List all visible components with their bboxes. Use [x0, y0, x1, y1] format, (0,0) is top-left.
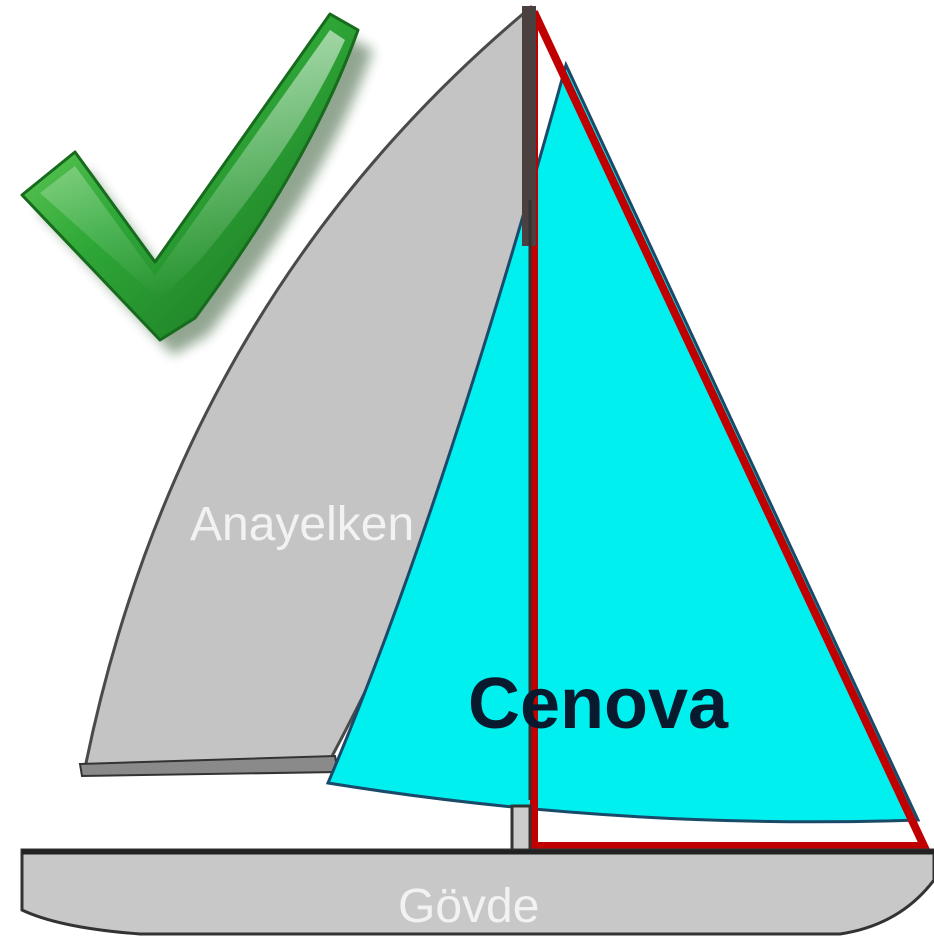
hull-label: Gövde [398, 880, 539, 933]
mast-base [512, 806, 530, 854]
mainsail-label: Anayelken [190, 498, 414, 551]
jib-label: Cenova [468, 664, 729, 744]
